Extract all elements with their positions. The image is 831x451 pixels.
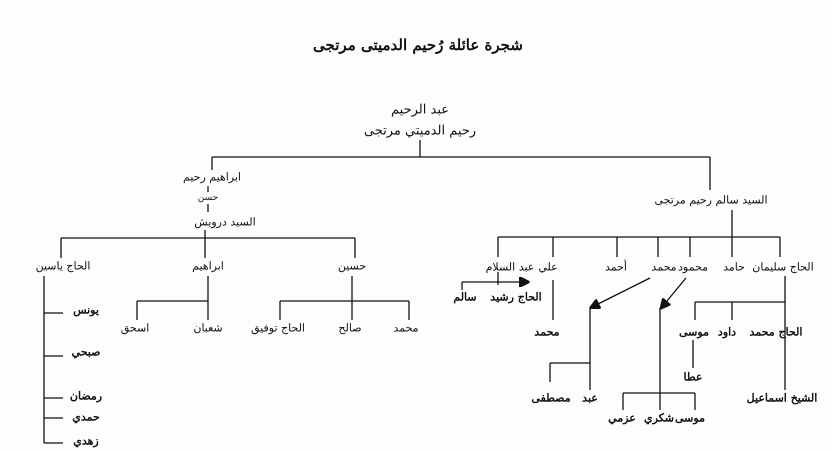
node-ibrahim-rahim: ابراهيم رحيم (183, 170, 241, 184)
root-fullname: رحيم الدميتي مرتجى (363, 123, 477, 139)
node-zuhdi: زهدي (73, 434, 99, 448)
node-ata: عطا (683, 370, 703, 384)
node-mohammad-h: محمد (393, 321, 419, 335)
node-salem: السيد سالم رحيم مرتجى (654, 193, 768, 207)
node-hamid: حامد (723, 260, 745, 274)
node-ahmad: أحمد (605, 260, 627, 274)
node-tawfiq: الحاج توفيق (251, 321, 305, 335)
node-shukri: شكري (644, 411, 674, 425)
node-hajj-mohammad: الحاج محمد (749, 325, 803, 339)
node-suleiman: الحاج سليمان (752, 260, 814, 274)
node-mahmoud: محمود (678, 260, 708, 274)
node-hamdi: حمدي (72, 410, 100, 424)
node-azmi: عزمي (608, 411, 636, 425)
page-title: شجرة عائلة رُحيم الدميتى مرتجى (313, 36, 523, 54)
node-rashid: الحاج رشيد (490, 290, 542, 304)
node-musa-m: موسى (675, 411, 705, 425)
root-name: عبد الرحيم (391, 102, 449, 118)
node-mustafa: مصطفى (531, 391, 571, 405)
node-ismail: الشيخ اسماعيل (746, 391, 818, 405)
node-ramadan: رمضان (69, 389, 103, 403)
node-subhi: صبحي (71, 345, 101, 359)
node-ibrahim: ابراهيم (192, 259, 224, 273)
node-hasan: حسن (197, 193, 219, 203)
node-mohammad: محمد (651, 260, 677, 274)
node-husayn: حسين (337, 259, 367, 273)
node-abdelsalam: عبد السلام (485, 260, 535, 274)
node-salih: صالح (338, 321, 362, 335)
node-yunis: يونس (73, 303, 99, 317)
node-ali: علي (538, 260, 558, 274)
node-musa: موسى (679, 325, 709, 339)
node-mohammad-ali: محمد (534, 325, 560, 339)
node-darwish: السيد درويش (194, 215, 256, 229)
node-shaban: شعبان (193, 321, 223, 335)
node-abd: عبد (582, 391, 598, 405)
node-salem-2: سالم (453, 290, 477, 304)
node-yasin: الحاج ياسين (35, 259, 91, 273)
node-dawud: داود (717, 325, 737, 339)
node-ishaq: اسحق (120, 321, 150, 335)
